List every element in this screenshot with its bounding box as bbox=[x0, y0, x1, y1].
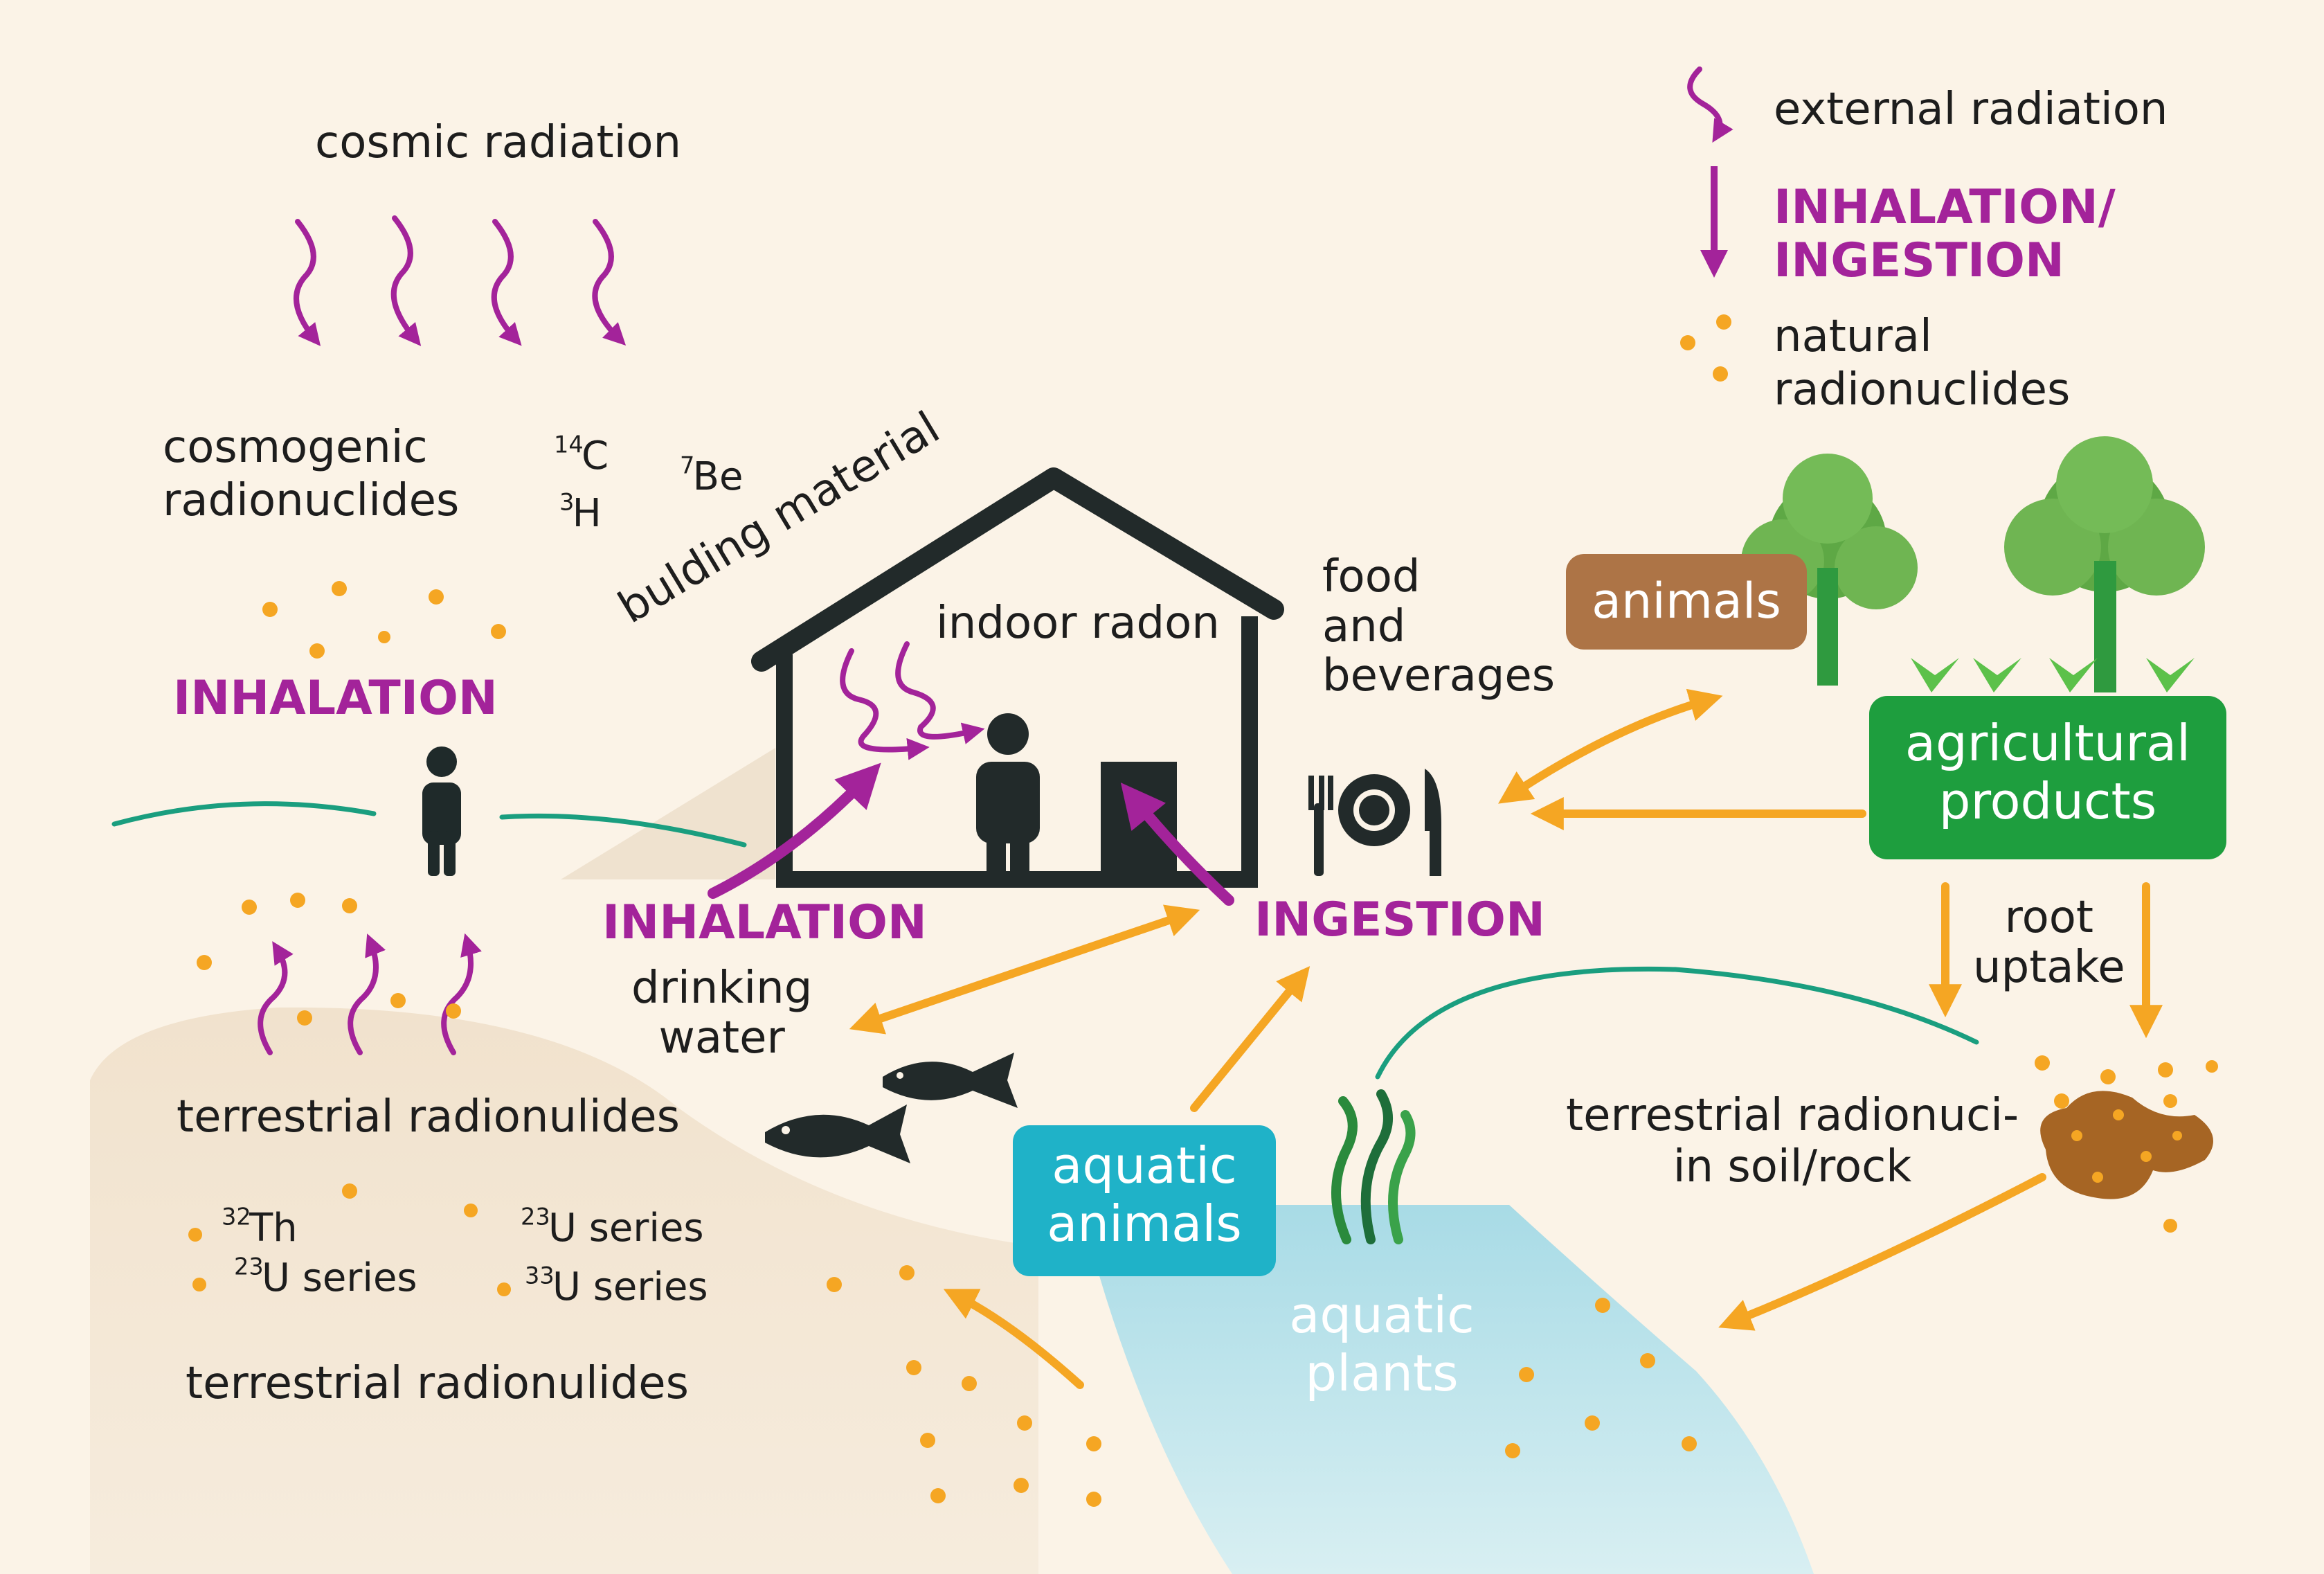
soil-rock-icon bbox=[2040, 1091, 2213, 1199]
pathway-arrows bbox=[849, 688, 2163, 1389]
aquatic-animals-line2: animals bbox=[1047, 1194, 1242, 1253]
isotope-u23-right-mass: 23 bbox=[521, 1203, 550, 1231]
legend-inhalation-ingestion-label: INHALATION/ INGESTION bbox=[1774, 181, 2116, 288]
isotope-th32: 32Th bbox=[222, 1205, 298, 1251]
indoor-radon-label: indoor radon bbox=[936, 598, 1220, 649]
tree-icon bbox=[2004, 436, 2205, 692]
inhalation-left-label: INHALATION bbox=[173, 671, 498, 726]
ground-area bbox=[90, 1007, 1038, 1574]
terr-soil-line2: in soil/rock bbox=[1673, 1141, 1912, 1193]
isotope-c14: 14C bbox=[554, 433, 609, 479]
fish-icon bbox=[765, 1105, 910, 1163]
agri-line2: products bbox=[1938, 771, 2157, 830]
agri-line1: agricultural bbox=[1904, 714, 2191, 772]
person-icon bbox=[976, 713, 1040, 879]
isotope-u23-right-symbol: U series bbox=[548, 1206, 704, 1251]
isotope-u23-left: 23U series bbox=[234, 1255, 417, 1301]
legend-inhalation-line1: INHALATION/ bbox=[1774, 180, 2116, 235]
horizon-line bbox=[111, 801, 377, 827]
isotope-u23-left-mass: 23 bbox=[234, 1253, 264, 1280]
aquatic-plants-line1: aquatic bbox=[1289, 1286, 1475, 1344]
terr-soil-line1: terrestrial radionuci- bbox=[1566, 1090, 2019, 1141]
terrestrial-radiation-arrows bbox=[258, 933, 482, 1055]
drinking-water-label: drinking water bbox=[631, 963, 813, 1064]
agricultural-products-label: agricultural products bbox=[1869, 714, 2226, 830]
crop-sprouts bbox=[1911, 658, 2195, 692]
root-uptake-label: root uptake bbox=[1973, 893, 2125, 992]
cosmogenic-radionuclides-label: cosmogenic radionuclides bbox=[163, 421, 459, 528]
seaweed-icon bbox=[1331, 1089, 1416, 1244]
indoor-radon-arrows bbox=[840, 641, 985, 760]
terrestrial-soil-rock-label: terrestrial radionuci- in soil/rock bbox=[1566, 1090, 2019, 1192]
inhalation-center-label: INHALATION bbox=[602, 895, 927, 950]
horizon-line bbox=[1375, 966, 1979, 1080]
aquatic-plants-line2: plants bbox=[1305, 1343, 1459, 1402]
legend-natural-radionuclides-label: natural radionuclides bbox=[1774, 310, 2070, 417]
isotope-be7-symbol: Be bbox=[692, 454, 744, 499]
aquatic-animals-box bbox=[1013, 1125, 1276, 1276]
root-line2: uptake bbox=[1973, 941, 2125, 993]
drinking-line2: water bbox=[658, 1012, 785, 1064]
isotope-h3-mass: 3 bbox=[559, 488, 575, 516]
drinking-line1: drinking bbox=[631, 963, 813, 1014]
legend-external-label: external radiation bbox=[1774, 84, 2168, 135]
isotope-u33-symbol: U series bbox=[552, 1264, 708, 1309]
isotope-c14-symbol: C bbox=[581, 433, 609, 479]
isotope-h3: 3H bbox=[559, 490, 602, 537]
food-line1: food bbox=[1322, 551, 1421, 602]
terrestrial-radionuclides-upper-label: terrestrial radionulides bbox=[177, 1091, 680, 1143]
cosmic-radiation-label: cosmic radiation bbox=[315, 117, 682, 168]
root-line1: root bbox=[2004, 892, 2093, 943]
dots-icon bbox=[1680, 314, 1731, 382]
legend-natural-line2: radionuclides bbox=[1774, 364, 2071, 415]
animals-box bbox=[1566, 554, 1807, 650]
cosmogenic-line2: radionuclides bbox=[163, 474, 460, 526]
food-line3: beverages bbox=[1322, 650, 1556, 702]
house-icon bbox=[751, 467, 1284, 888]
person-icon bbox=[422, 746, 461, 876]
isotope-u23-right: 23U series bbox=[521, 1205, 704, 1251]
isotope-th32-mass: 32 bbox=[222, 1203, 251, 1231]
terrestrial-radionuclides-lower-label: terrestrial radionulides bbox=[186, 1358, 689, 1409]
isotope-u33: 33U series bbox=[525, 1264, 708, 1310]
cosmic-radiation-arrows bbox=[294, 215, 627, 346]
food-beverages-label: food and beverages bbox=[1322, 551, 1556, 702]
animals-label: animals bbox=[1592, 573, 1781, 629]
plate-fork-knife-icon bbox=[1308, 769, 1441, 876]
radionuclide-dots bbox=[188, 581, 2218, 1507]
hill-behind-house bbox=[561, 748, 775, 879]
fish-icon bbox=[883, 1053, 1018, 1108]
isotope-be7-mass: 7 bbox=[680, 451, 695, 479]
water-area bbox=[1080, 1205, 1814, 1574]
aquatic-animals-line1: aquatic bbox=[1052, 1136, 1237, 1195]
isotope-h3-symbol: H bbox=[572, 491, 602, 536]
cosmogenic-line1: cosmogenic bbox=[163, 422, 428, 473]
isotope-th32-symbol: Th bbox=[249, 1206, 298, 1251]
aquatic-plants-label: aquatic plants bbox=[1278, 1286, 1486, 1402]
agricultural-products-box bbox=[1869, 696, 2226, 859]
isotope-be7: 7Be bbox=[680, 454, 743, 500]
horizon-line bbox=[499, 813, 747, 848]
isotope-u23-left-symbol: U series bbox=[261, 1255, 417, 1300]
legend-inhalation-line2: INGESTION bbox=[1774, 233, 2064, 288]
food-line2: and bbox=[1322, 600, 1406, 652]
ingestion-label: INGESTION bbox=[1254, 893, 1545, 947]
isotope-u33-mass: 33 bbox=[525, 1262, 555, 1289]
aquatic-animals-label: aquatic animals bbox=[1013, 1136, 1276, 1253]
isotope-c14-mass: 14 bbox=[554, 431, 584, 458]
wavy-arrow-icon bbox=[1687, 66, 1733, 143]
inhalation-arrows bbox=[708, 762, 1234, 906]
legend-natural-line1: natural bbox=[1774, 311, 1932, 362]
